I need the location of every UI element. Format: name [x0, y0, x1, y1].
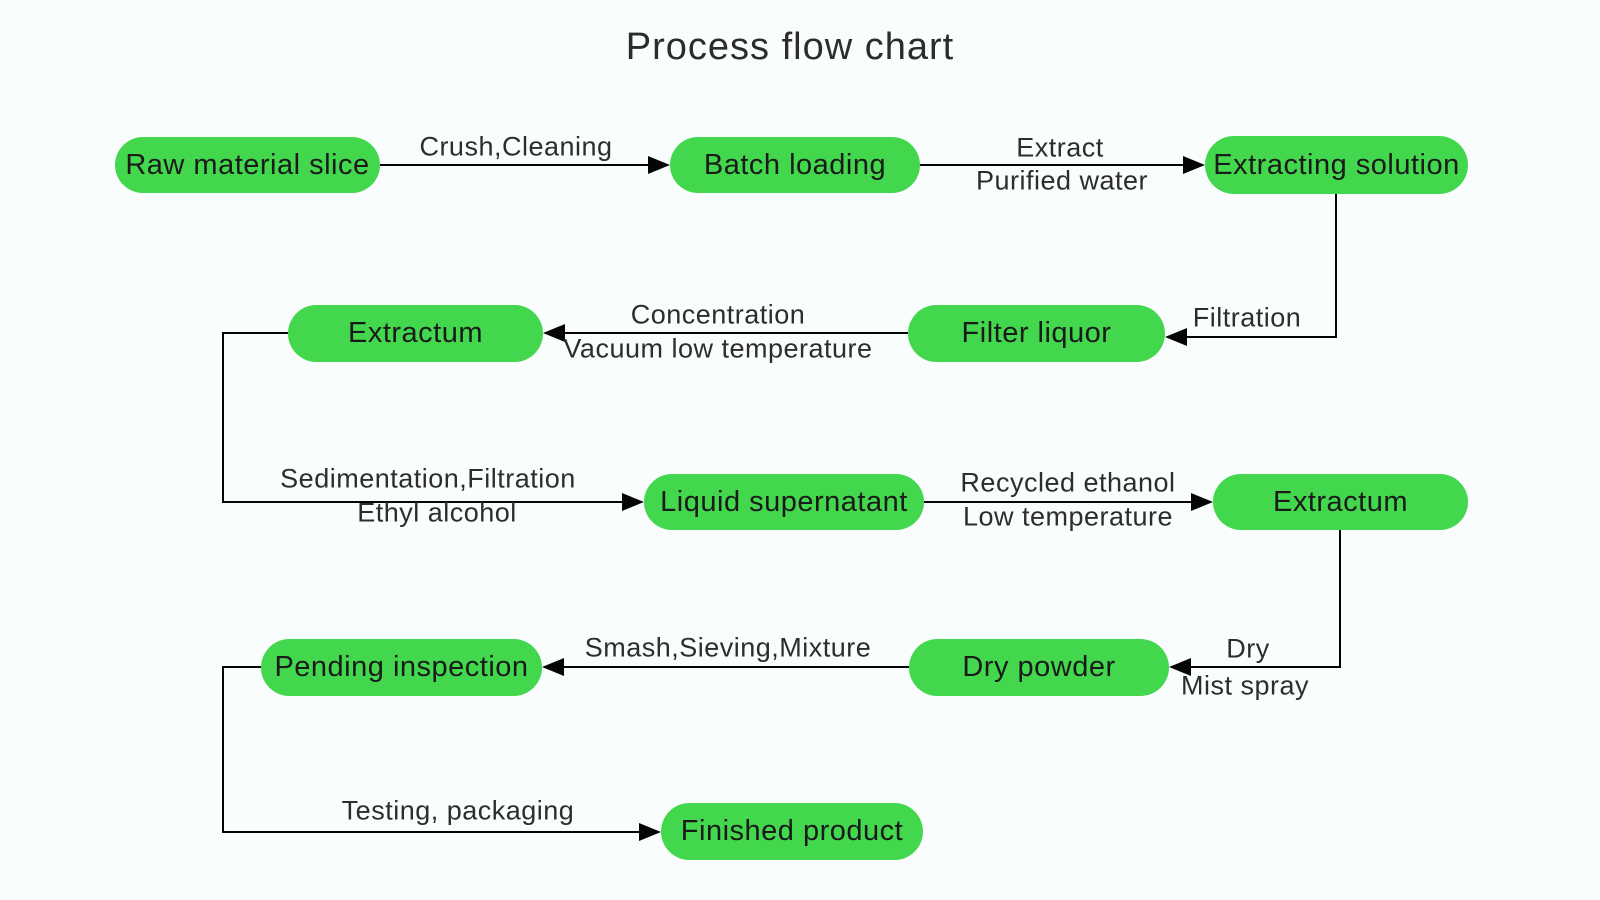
- page-title: Process flow chart: [625, 26, 955, 68]
- node-label: Raw material slice: [125, 148, 370, 181]
- edge-label: Extract: [1016, 132, 1104, 163]
- node-finished-product: Finished product: [661, 803, 923, 860]
- node-label: Extractum: [1272, 485, 1409, 518]
- node-extracting-solution: Extracting solution: [1205, 136, 1468, 194]
- node-label: Dry powder: [962, 651, 1116, 683]
- edge-label: Vacuum low temperature: [563, 333, 873, 364]
- edge-extracting-to-filter: [1165, 194, 1337, 346]
- node-label: Pending inspection: [274, 651, 529, 683]
- node-filter-liquor: Filter liquor: [908, 305, 1165, 362]
- node-pending-inspection: Pending inspection: [261, 639, 542, 696]
- edge-extractum1-to-liquid: [222, 332, 644, 511]
- edge-label: Crush,Cleaning: [419, 131, 613, 162]
- node-liquid-supernatant: Liquid supernatant: [644, 474, 924, 530]
- node-extractum-2: Extractum: [1213, 474, 1468, 530]
- edge-label: Mist spray: [1180, 670, 1310, 701]
- node-label: Finished product: [680, 815, 904, 847]
- edge-label: Purified water: [975, 165, 1149, 196]
- edge-label: Smash,Sieving,Mixture: [584, 632, 872, 663]
- node-raw-material-slice: Raw material slice: [115, 137, 380, 193]
- node-label: Extractum: [347, 317, 484, 349]
- node-label: Liquid supernatant: [660, 485, 908, 518]
- node-batch-loading: Batch loading: [670, 137, 920, 193]
- edge-label: Filtration: [1192, 302, 1302, 333]
- node-label: Batch loading: [703, 148, 887, 181]
- edge-label: Low temperature: [962, 501, 1174, 532]
- edge-label: Ethyl alcohol: [357, 497, 517, 528]
- edge-label: Concentration: [630, 299, 806, 330]
- edge-label: Testing, packaging: [341, 795, 575, 826]
- edge-label: Recycled ethanol: [960, 467, 1176, 498]
- node-dry-powder: Dry powder: [909, 639, 1169, 696]
- edge-extractum2-to-dry: [1169, 530, 1341, 676]
- edge-label: Dry: [1226, 633, 1270, 664]
- node-extractum-1: Extractum: [288, 305, 543, 362]
- node-label: Filter liquor: [961, 317, 1112, 349]
- edge-pending-to-finished: [222, 666, 661, 841]
- node-label: Extracting solution: [1213, 148, 1460, 181]
- edge-label: Sedimentation,Filtration: [280, 463, 576, 494]
